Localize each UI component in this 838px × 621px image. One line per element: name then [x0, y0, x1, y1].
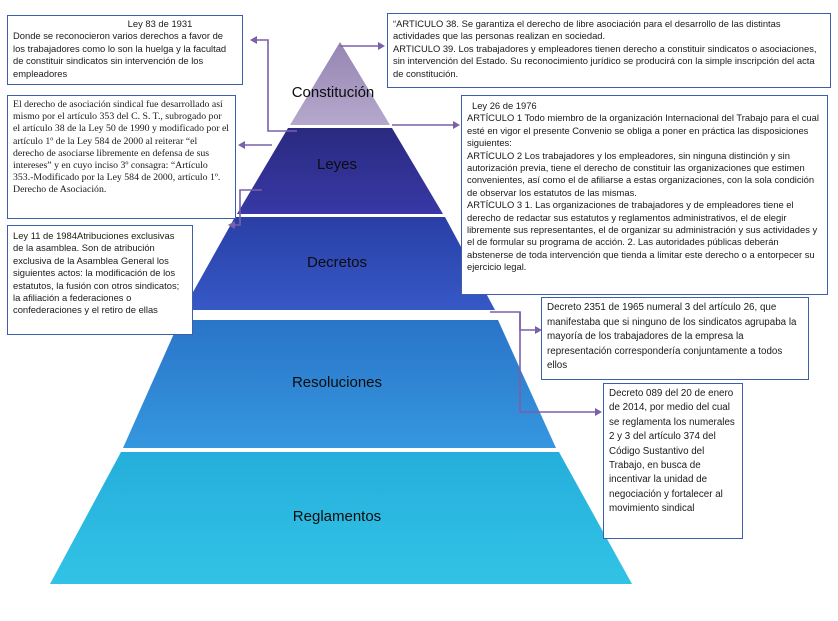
connector-decreto089 — [519, 312, 600, 413]
note-paragraph-1: ARTÍCULO 1 Todo miembro de la organizaci… — [467, 112, 819, 149]
tier-label-reglamentos: Reglamentos — [293, 508, 381, 525]
note-text: Decreto 089 del 20 de enero de 2014, por… — [609, 388, 735, 515]
note-paragraph-2: ARTICULO 39. Los trabajadores y empleado… — [393, 42, 817, 79]
note-text: El derecho de asociación sindical fue de… — [13, 99, 230, 196]
note-heading: Ley 26 de 1976 — [472, 100, 537, 111]
tier-leyes — [237, 128, 443, 214]
tier-label-constitucion: Constitución — [292, 84, 375, 101]
note-ley-83-1931: Ley 83 de 1931 Donde se reconocieron var… — [7, 15, 243, 85]
tier-label-leyes: Leyes — [317, 156, 357, 173]
note-decreto-2351-1965: Decreto 2351 de 1965 numeral 3 del artíc… — [541, 297, 809, 380]
note-ley-50-1990: El derecho de asociación sindical fue de… — [7, 95, 236, 219]
note-text: Donde se reconocieron varios derechos a … — [13, 30, 227, 79]
tier-decretos — [183, 217, 495, 310]
note-text: Decreto 2351 de 1965 numeral 3 del artíc… — [547, 302, 797, 372]
tier-reglamentos — [50, 452, 632, 584]
note-paragraph-1: “ARTICULO 38. Se garantiza el derecho de… — [393, 18, 781, 42]
connector-ley83 — [252, 39, 297, 132]
arrowhead-ley11 — [228, 221, 235, 229]
arrowhead-articulos — [378, 42, 385, 50]
tier-label-decretos: Decretos — [307, 254, 367, 271]
arrowhead-ley26 — [453, 121, 460, 129]
tier-label-resoluciones: Resoluciones — [292, 374, 382, 391]
tier-resoluciones — [123, 320, 556, 448]
note-ley-11-1984: Ley 11 de 1984Atribuciones exclusivas de… — [7, 225, 193, 335]
arrowhead-ley50 — [238, 141, 245, 149]
note-ley-26-1976: Ley 26 de 1976 ARTÍCULO 1 Todo miembro d… — [461, 95, 828, 295]
note-heading: Ley 83 de 1931 — [127, 18, 193, 29]
note-paragraph-3: ARTÍCULO 3 1. Las organizaciones de trab… — [467, 199, 818, 273]
note-decreto-089-2014: Decreto 089 del 20 de enero de 2014, por… — [603, 383, 743, 539]
arrowhead-decreto2351 — [535, 326, 542, 334]
note-paragraph-2: ARTÍCULO 2 Los trabajadores y los emplea… — [467, 149, 815, 198]
note-text: Atribuciones exclusivas de la asamblea. … — [13, 230, 180, 316]
tier-constitucion — [290, 42, 390, 125]
arrowhead-ley83 — [250, 36, 257, 44]
arrowhead-decreto089 — [595, 408, 602, 416]
note-heading: Ley 11 de 1984 — [13, 230, 77, 241]
note-articulos-38-39: “ARTICULO 38. Se garantiza el derecho de… — [387, 13, 831, 88]
